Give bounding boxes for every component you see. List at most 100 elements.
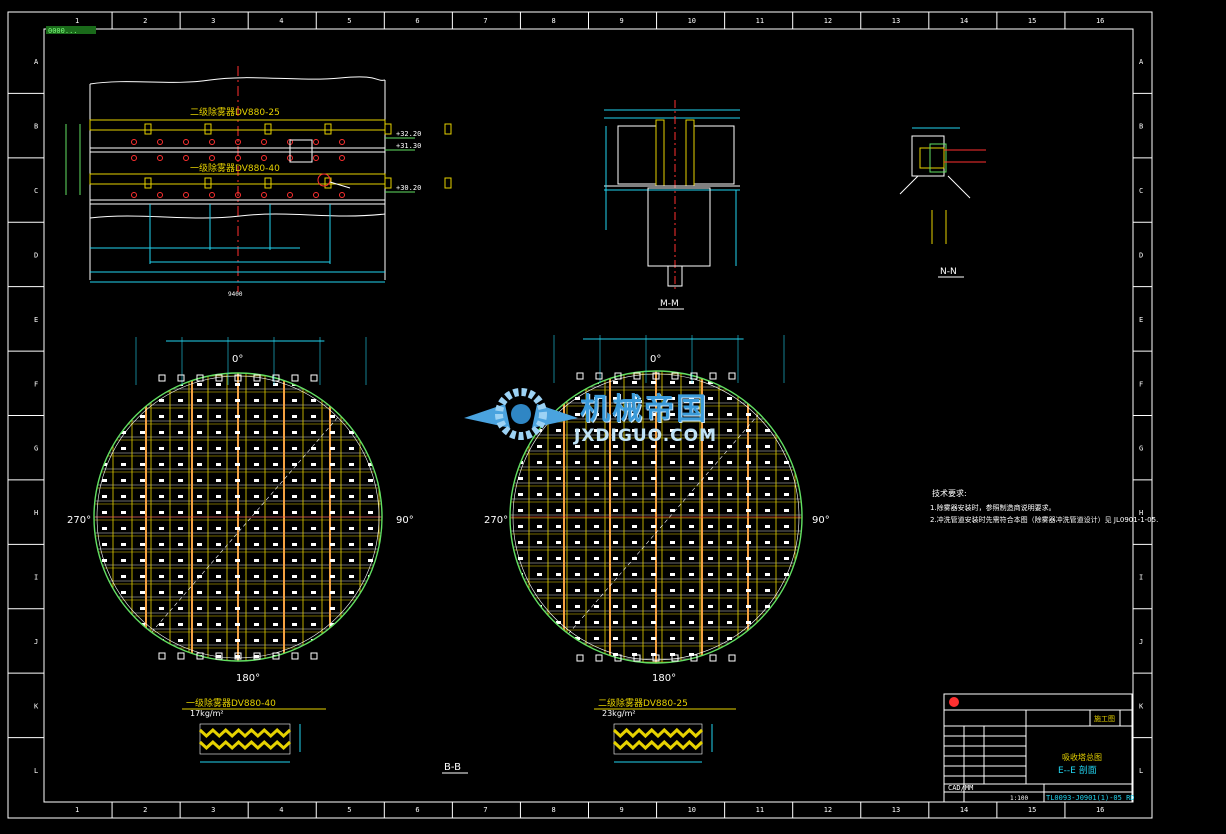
nozzle-dot [121,399,126,402]
support-clip [633,372,641,380]
nozzle-dot [311,655,316,658]
nozzle-dot [197,543,202,546]
nozzle-dot [613,493,618,496]
nozzle-dot [651,429,656,432]
nozzle-dot [140,527,145,530]
nozzle-dot [765,589,770,592]
nozzle-dot [121,655,126,658]
nozzle-dot [708,429,713,432]
nozzle-dot [670,461,675,464]
nozzle-dot [292,415,297,418]
nozzle-dot [689,509,694,512]
nozzle-dot [330,607,335,610]
support-clip [633,654,641,662]
nozzle-dot [670,493,675,496]
nozzle-dot [273,527,278,530]
nozzle-dot [784,477,789,480]
nozzle-dot [632,429,637,432]
nozzle-dot [632,397,637,400]
border-row-letter: C [34,187,38,195]
nozzle-dot [349,495,354,498]
nozzle-dot [216,479,221,482]
nozzle-dot [292,431,297,434]
nozzle-dot [746,653,751,656]
nozzle [235,192,241,198]
nozzle-dot [273,495,278,498]
nozzle-dot [651,461,656,464]
nozzle-dot [216,607,221,610]
nozzle-dot [613,605,618,608]
nozzle-dot [235,527,240,530]
support-clip [728,654,736,662]
nozzle-dot [273,463,278,466]
nozzle-dot [727,525,732,528]
nozzle-dot [330,463,335,466]
nozzle-dot [273,559,278,562]
nozzle-dot [556,477,561,480]
nozzle-dot [594,605,599,608]
nozzle [313,155,319,161]
mm-left-plate [655,119,665,187]
nozzle-dot [349,559,354,562]
right-angle-270: 270° [484,515,508,526]
nozzle-dot [197,623,202,626]
nozzle-dot [235,511,240,514]
notes-heading: 技术要求: [932,488,967,498]
nozzle-dot [368,511,373,514]
nozzle [209,139,215,145]
nozzle-dot [518,493,523,496]
nozzle-dot [349,543,354,546]
nozzle-dot [330,639,335,642]
support-clip [576,372,584,380]
nozzle-dot [140,655,145,658]
support-clip [690,372,698,380]
nozzle-dot [575,397,580,400]
nozzle-dot [368,415,373,418]
nozzle-dot [689,637,694,640]
nozzle-dot [727,621,732,624]
nozzle-dot [330,479,335,482]
nozzle-dot [556,557,561,560]
left-angle-0: 0° [232,354,243,365]
nozzle-dot [727,589,732,592]
chevron-blade [612,727,704,739]
nozzle-dot [216,527,221,530]
nozzle-dot [708,461,713,464]
nozzle-dot [765,621,770,624]
nozzle-dot [292,479,297,482]
nozzle [209,155,215,161]
nozzle-dot [178,543,183,546]
nozzle-dot [102,431,107,434]
nozzle-dot [197,511,202,514]
title-block: 施工图 吸收塔总图 E--E 剖面 CAD/MM 1:100 TL0093-J0… [943,693,1135,803]
nozzle-dot [216,543,221,546]
nozzle-dot [689,477,694,480]
nozzle-dot [273,607,278,610]
nozzle-dot [311,527,316,530]
grid-clip-group [510,371,802,663]
vessel-rim-inner [96,375,380,659]
support-clip [709,372,717,380]
nozzle-dot [689,413,694,416]
support-clip [671,372,679,380]
mm-stub [667,265,683,287]
nozzle-dot [273,479,278,482]
chevron-blade [198,739,292,751]
nozzle-dot [651,637,656,640]
nozzle-dot [140,479,145,482]
nozzle [235,139,241,145]
nozzle-dot [178,607,183,610]
nozzle-dot [670,509,675,512]
nozzle-dot [575,525,580,528]
tb-drawing-name-2: E--E 剖面 [1058,764,1097,776]
nozzle-dot [575,637,580,640]
nozzle-dot [594,621,599,624]
nozzle-dot [651,477,656,480]
border-row-letter: B [34,123,38,131]
tb-scale: 1:100 [1010,795,1028,802]
nozzle-dot [330,415,335,418]
nozzle-dot [349,575,354,578]
nozzle-dot [292,607,297,610]
